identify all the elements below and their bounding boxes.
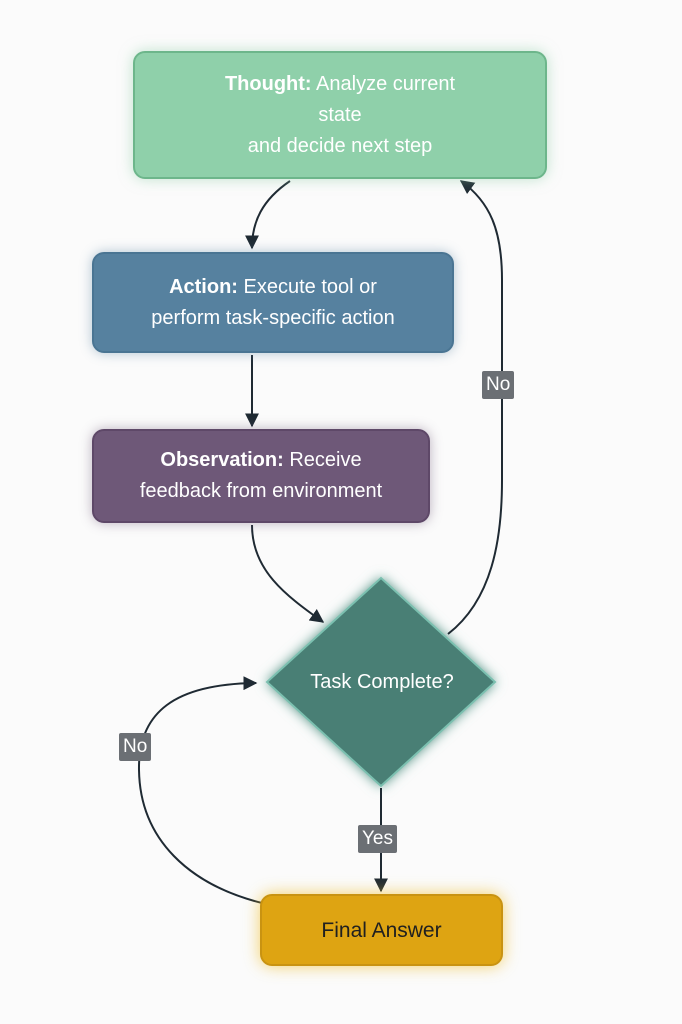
- observation-label: Observation:: [160, 449, 284, 471]
- decision-label: Task Complete?: [310, 671, 454, 693]
- thought-text-line2: state: [318, 103, 362, 126]
- arrow-thought-to-action: [245, 180, 291, 250]
- edge-label-yes: Yes: [358, 825, 397, 853]
- observation-text-line1: Receive: [289, 449, 362, 471]
- action-text-line2: perform task-specific action: [151, 306, 395, 329]
- thought-text-line3: and decide next step: [247, 134, 433, 157]
- arrow-observation-to-decision: [251, 524, 325, 623]
- final-answer-label: Final Answer: [321, 918, 442, 942]
- arrow-decision-to-thought: [447, 180, 503, 635]
- edge-label-no-loop-back: No: [482, 371, 515, 399]
- action-node: Action: Execute tool or perform task-spe…: [92, 252, 454, 353]
- arrow-final-to-decision: [137, 676, 263, 904]
- observation-node: Observation: Receive feedback from envir…: [92, 429, 430, 523]
- decision-diamond: [265, 576, 497, 788]
- observation-text-line2: feedback from environment: [139, 480, 383, 502]
- action-text-line1: Execute tool or: [243, 275, 377, 298]
- thought-node: Thought: Analyze current state and decid…: [133, 51, 547, 179]
- action-label: Action:: [169, 275, 238, 298]
- edge-label-no-from-final: No: [119, 733, 152, 761]
- final-answer-node: Final Answer: [260, 894, 503, 966]
- thought-label: Thought:: [224, 72, 312, 95]
- thought-text-line1: Analyze current: [316, 72, 456, 95]
